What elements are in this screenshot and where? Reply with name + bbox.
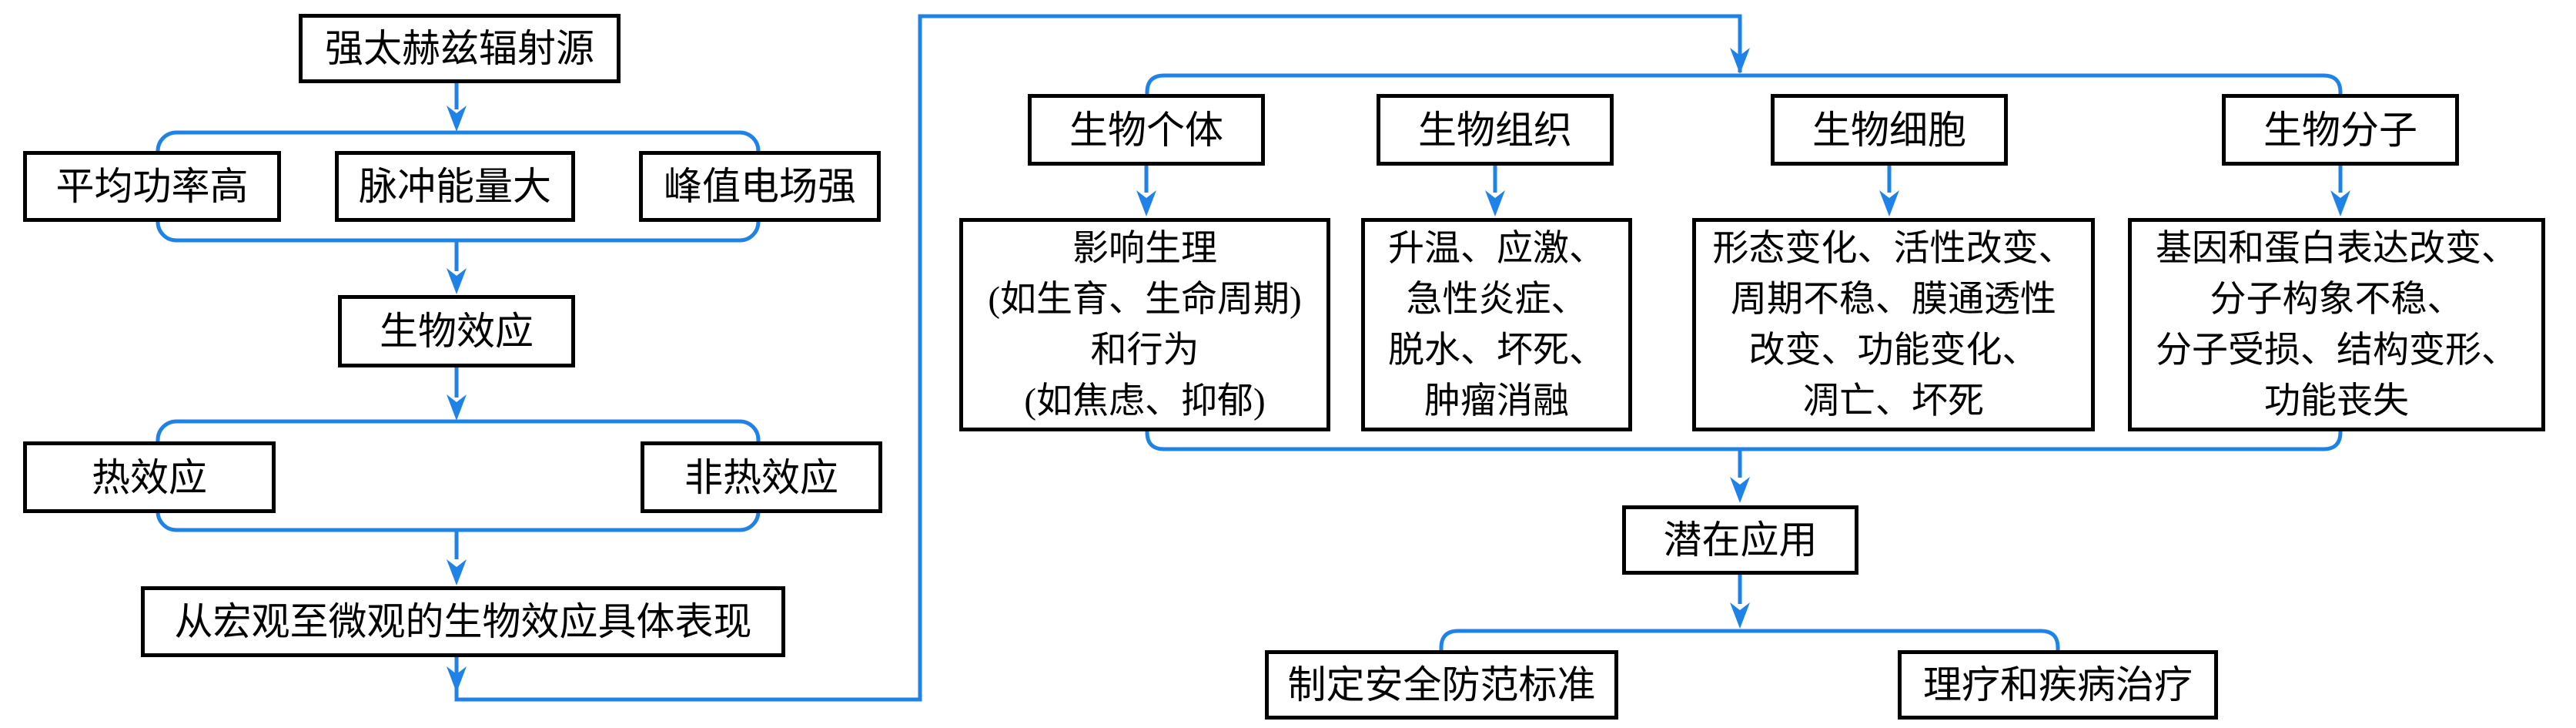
detail-line: 分子受损、结构变形、 bbox=[2156, 330, 2517, 371]
node-thermal-effect: 热效应 bbox=[23, 441, 276, 513]
node-detail-cell: 形态变化、活性改变、 周期不稳、膜通透性 改变、功能变化、 凋亡、坏死 bbox=[1692, 218, 2095, 431]
detail-line: 基因和蛋白表达改变、 bbox=[2156, 228, 2517, 269]
connector-level2-to-detail bbox=[1485, 166, 1505, 216]
detail-line: 升温、应激、 bbox=[1388, 228, 1605, 269]
node-thz-source: 强太赫兹辐射源 bbox=[299, 14, 621, 83]
node-detail-individual: 影响生理 (如生育、生命周期) 和行为 (如焦虑、抑郁) bbox=[959, 218, 1330, 431]
detail-line: 周期不稳、膜通透性 bbox=[1731, 279, 2056, 320]
connector-macro-to-levels bbox=[447, 14, 1750, 702]
node-avg-power: 平均功率高 bbox=[23, 151, 281, 222]
node-pulse-energy: 脉冲能量大 bbox=[335, 151, 575, 222]
node-level-individual: 生物个体 bbox=[1028, 94, 1265, 166]
node-level-cell: 生物细胞 bbox=[1771, 94, 2008, 166]
detail-line: 肿瘤消融 bbox=[1424, 381, 1569, 421]
connector-types-to-macro bbox=[447, 530, 467, 585]
connector-traits-to-bioeffect bbox=[447, 240, 467, 294]
connector-source-to-traits bbox=[447, 83, 467, 132]
detail-line: 分子构象不稳、 bbox=[2210, 279, 2464, 320]
detail-line: 形态变化、活性改变、 bbox=[1712, 228, 2075, 269]
detail-line: (如生育、生命周期) bbox=[988, 279, 1302, 320]
connector-details-to-application bbox=[1730, 449, 1750, 503]
detail-line: 急性炎症、 bbox=[1406, 279, 1587, 320]
connector-level4-to-detail bbox=[2330, 166, 2350, 216]
detail-line: (如焦虑、抑郁) bbox=[1024, 381, 1266, 421]
levels-top-bracket bbox=[1145, 73, 2343, 94]
connector-level1-to-detail bbox=[1136, 166, 1156, 216]
connector-level3-to-detail bbox=[1879, 166, 1899, 216]
node-detail-tissue: 升温、应激、 急性炎症、 脱水、坏死、 肿瘤消融 bbox=[1361, 218, 1632, 431]
node-level-tissue: 生物组织 bbox=[1377, 94, 1614, 166]
detail-line: 影响生理 bbox=[1072, 228, 1217, 269]
detail-line: 和行为 bbox=[1090, 330, 1199, 371]
node-macro-to-micro: 从宏观至微观的生物效应具体表现 bbox=[141, 586, 785, 657]
node-peak-field: 峰值电场强 bbox=[639, 151, 881, 222]
detail-line: 凋亡、坏死 bbox=[1803, 381, 1984, 421]
connector-bioeffect-to-types bbox=[447, 367, 467, 421]
detail-line: 改变、功能变化、 bbox=[1748, 330, 2039, 371]
node-safety-standards: 制定安全防范标准 bbox=[1265, 650, 1618, 720]
node-bio-effect: 生物效应 bbox=[338, 295, 575, 367]
detail-line: 脱水、坏死、 bbox=[1388, 330, 1605, 371]
detail-line: 功能丧失 bbox=[2264, 381, 2409, 421]
node-therapy-treatment: 理疗和疾病治疗 bbox=[1898, 650, 2218, 720]
node-level-molecule: 生物分子 bbox=[2222, 94, 2459, 166]
details-bottom-bracket bbox=[1145, 431, 2343, 451]
node-nonthermal-effect: 非热效应 bbox=[641, 441, 882, 513]
node-detail-molecule: 基因和蛋白表达改变、 分子构象不稳、 分子受损、结构变形、 功能丧失 bbox=[2128, 218, 2545, 431]
applications-bracket bbox=[1439, 629, 2060, 650]
connector-application-to-uses bbox=[1730, 575, 1750, 629]
node-potential-application: 潜在应用 bbox=[1622, 505, 1858, 575]
